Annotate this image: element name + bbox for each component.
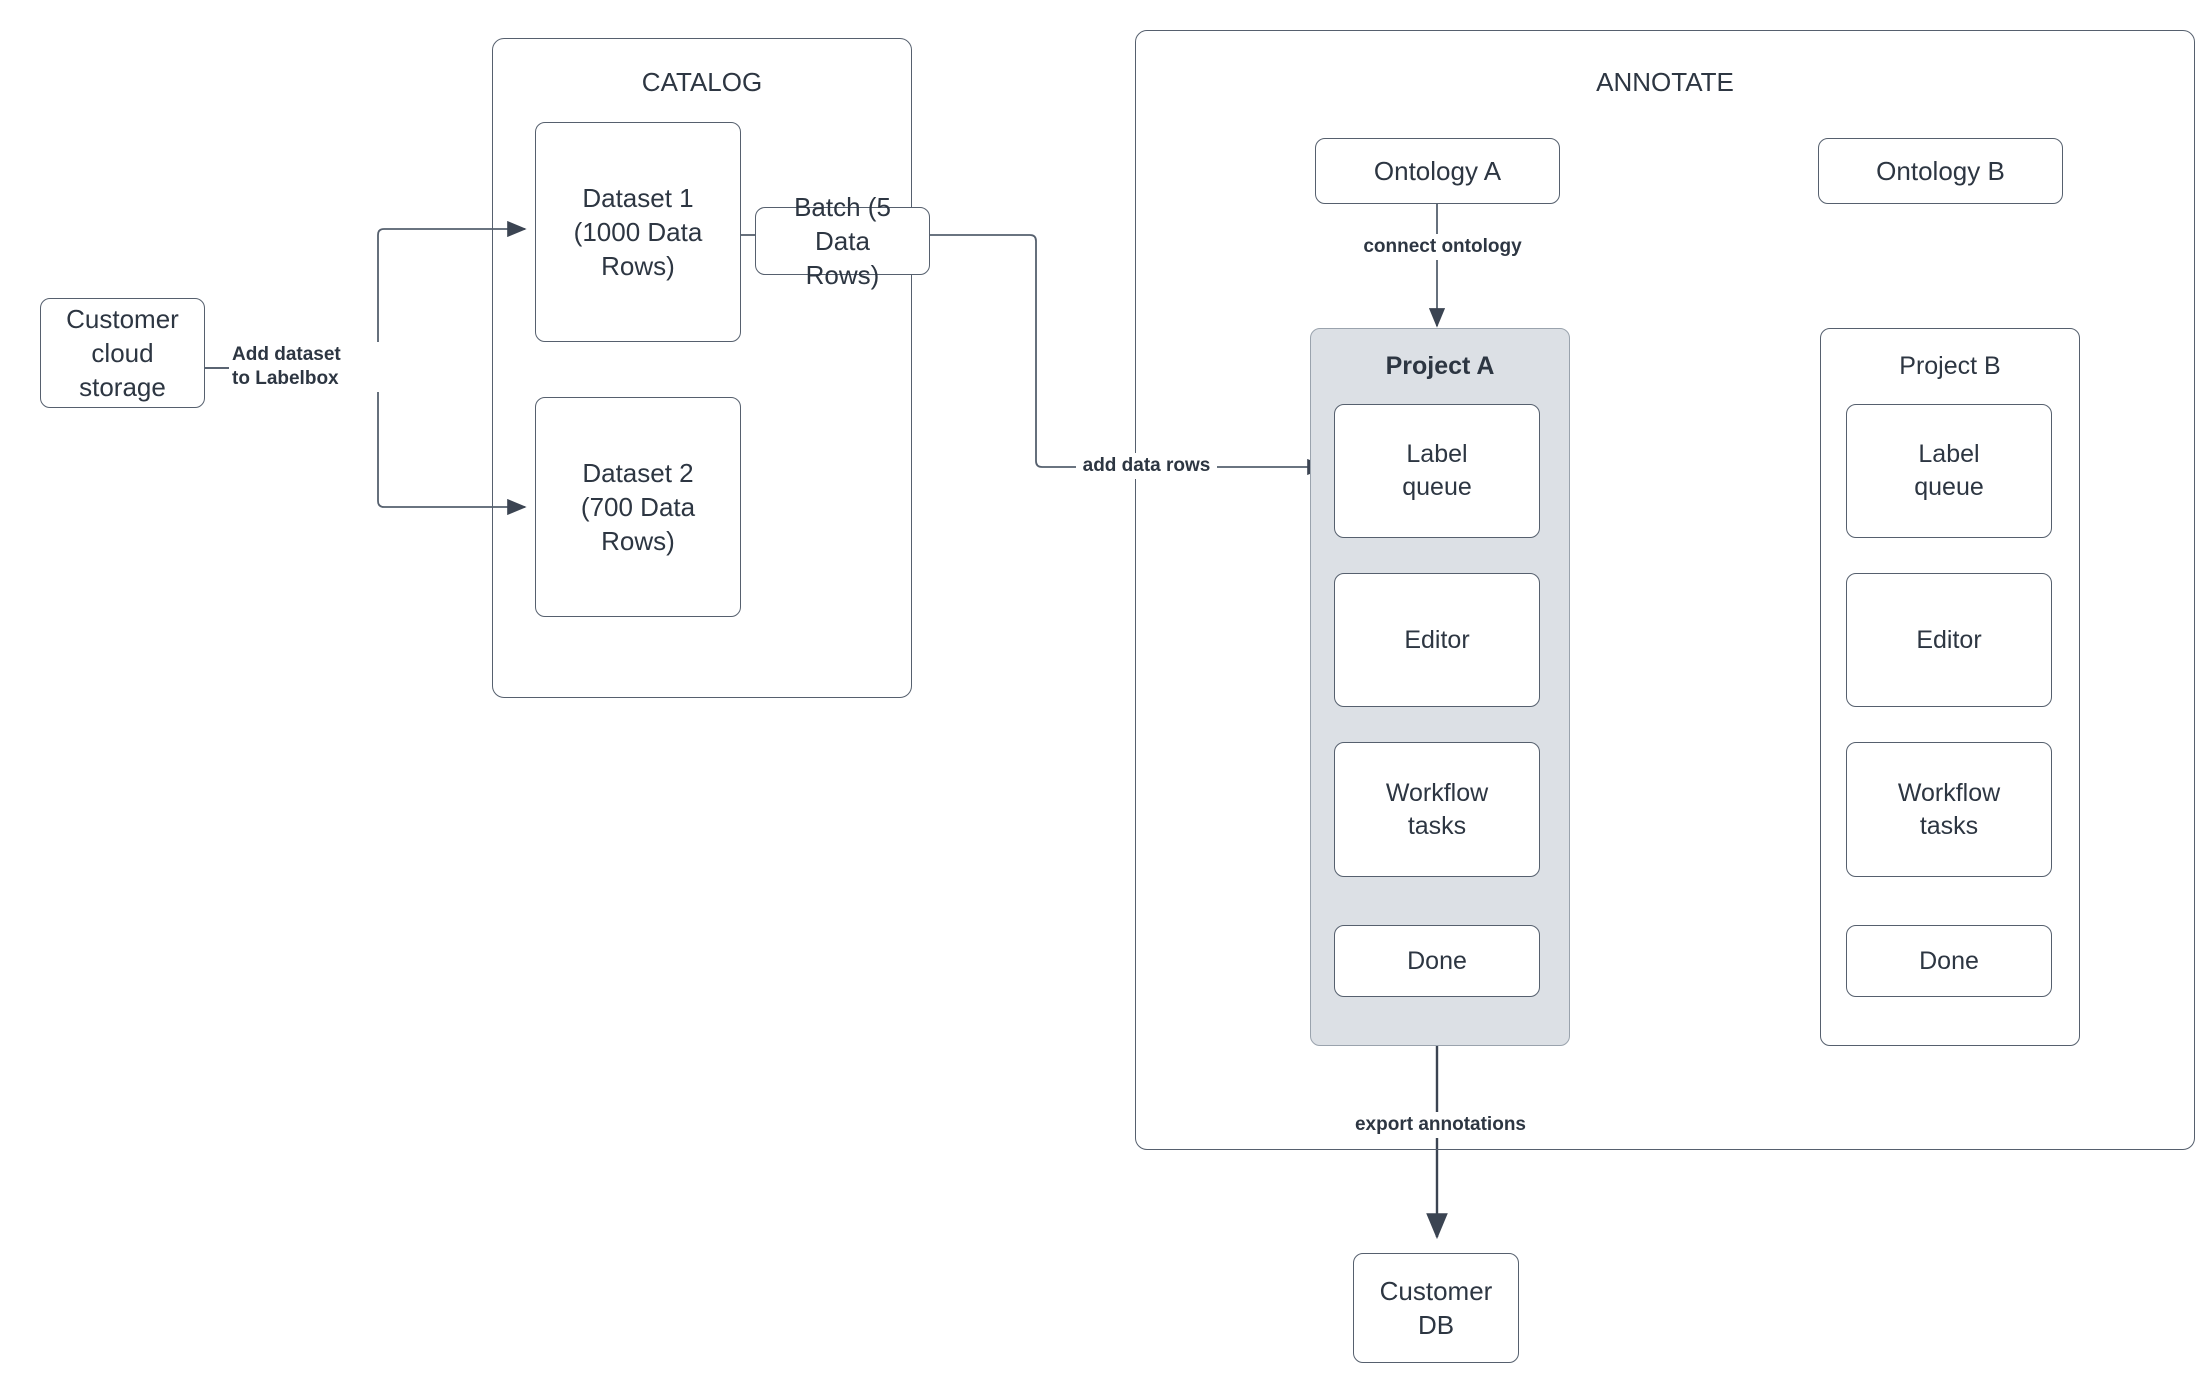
node-project-b-editor-label: Editor <box>1916 625 1982 654</box>
node-project-b-label-queue-label: Label queue <box>1914 440 1984 501</box>
group-catalog: CATALOG <box>492 38 912 698</box>
node-dataset-2[interactable]: Dataset 2 (700 Data Rows) <box>535 397 741 617</box>
node-batch[interactable]: Batch (5 Data Rows) <box>755 192 930 290</box>
node-project-b-done[interactable]: Done <box>1846 925 2052 997</box>
node-customer-db[interactable]: Customer DB <box>1353 1253 1519 1363</box>
node-project-a-workflow-tasks[interactable]: Workflow tasks <box>1334 742 1540 877</box>
edge-label-export-annotations: export annotations <box>1345 1112 1536 1138</box>
node-customer-db-label: Customer DB <box>1379 1275 1493 1340</box>
node-ontology-b[interactable]: Ontology B <box>1818 138 2063 204</box>
node-project-a-editor[interactable]: Editor <box>1334 573 1540 707</box>
node-ontology-a-label: Ontology A <box>1373 155 1502 186</box>
node-ontology-b-label: Ontology B <box>1876 155 2005 186</box>
node-project-a-done-label: Done <box>1407 946 1467 975</box>
node-project-b-label-queue[interactable]: Label queue <box>1846 404 2052 538</box>
node-project-a-workflow-tasks-label: Workflow tasks <box>1385 778 1489 840</box>
edge-label-connect-ontology: connect ontology <box>1357 234 1528 260</box>
node-project-a-label-queue-label: Label queue <box>1402 440 1472 501</box>
node-batch-label: Batch (5 Data Rows) <box>794 191 891 291</box>
lane-project-a-title: Project A <box>1385 352 1495 380</box>
node-project-a-label-queue[interactable]: Label queue <box>1334 404 1540 538</box>
node-dataset-1-label: Dataset 1 (1000 Data Rows) <box>573 182 703 282</box>
node-ontology-a[interactable]: Ontology A <box>1315 138 1560 204</box>
node-project-b-workflow-tasks[interactable]: Workflow tasks <box>1846 742 2052 877</box>
node-customer-cloud-storage[interactable]: Customer cloud storage <box>40 298 205 408</box>
group-annotate-title: ANNOTATE <box>1596 67 1734 97</box>
edge-label-add-dataset: Add dataset to Labelbox <box>229 342 385 392</box>
edge-label-add-data-rows: add data rows <box>1076 453 1217 479</box>
group-catalog-title: CATALOG <box>641 67 763 97</box>
node-project-b-done-label: Done <box>1919 946 1979 975</box>
node-project-b-workflow-tasks-label: Workflow tasks <box>1897 778 2001 840</box>
node-customer-cloud-storage-label: Customer cloud storage <box>66 303 179 403</box>
group-annotate: ANNOTATE <box>1135 30 2195 1150</box>
lane-project-b-title: Project B <box>1899 352 2001 380</box>
node-dataset-2-label: Dataset 2 (700 Data Rows) <box>580 457 696 557</box>
node-project-a-editor-label: Editor <box>1404 625 1470 654</box>
node-project-b-editor[interactable]: Editor <box>1846 573 2052 707</box>
node-dataset-1[interactable]: Dataset 1 (1000 Data Rows) <box>535 122 741 342</box>
node-project-a-done[interactable]: Done <box>1334 925 1540 997</box>
